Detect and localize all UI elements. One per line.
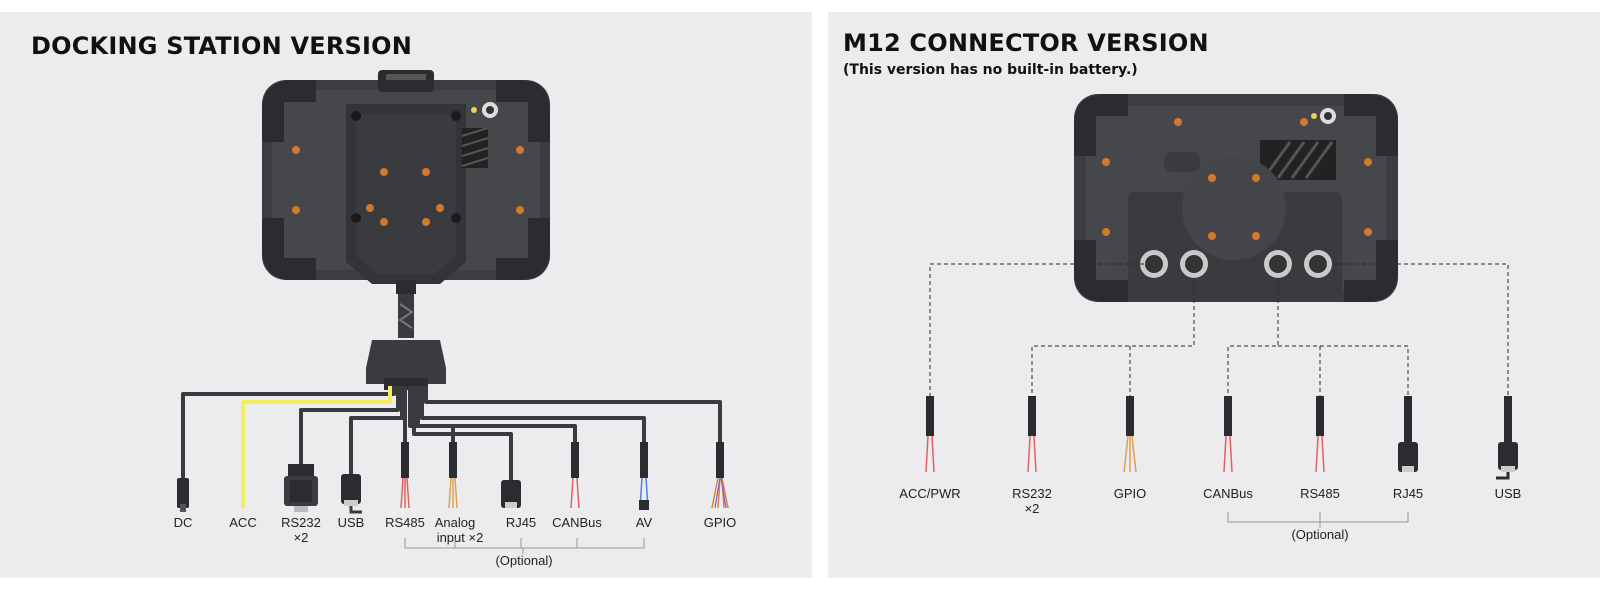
connector-rs485 bbox=[400, 442, 410, 509]
label-acc: ACC bbox=[229, 515, 256, 530]
docking-station-panel: DOCKING STATION VERSION bbox=[0, 12, 812, 578]
tablet-back-docking bbox=[262, 70, 550, 294]
docking-station-diagram: DC ACC RS232 ×2 USB RS485 Analog input ×… bbox=[174, 70, 737, 568]
connector-rs232-m12 bbox=[1027, 396, 1037, 473]
label-gpio-m12: GPIO bbox=[1114, 486, 1147, 501]
label-rs232-m12: RS232 bbox=[1012, 486, 1052, 501]
optional-label-left: (Optional) bbox=[495, 553, 552, 568]
optional-label-right: (Optional) bbox=[1291, 527, 1348, 542]
label-analog: Analog bbox=[435, 515, 475, 530]
label-av: AV bbox=[636, 515, 653, 530]
label-canbus-m12: CANBus bbox=[1203, 486, 1253, 501]
connector-acc-pwr bbox=[925, 396, 935, 473]
m12-connector-panel: M12 CONNECTOR VERSION (This version has … bbox=[828, 12, 1600, 578]
label-usb-m12: USB bbox=[1495, 486, 1522, 501]
docking-cable-hub bbox=[366, 294, 446, 390]
label-canbus: CANBus bbox=[552, 515, 602, 530]
optional-bracket-right bbox=[1227, 512, 1409, 528]
m12-subtitle: (This version has no built-in battery.) bbox=[843, 62, 1138, 78]
connector-rs232 bbox=[284, 464, 318, 512]
label-rj45: RJ45 bbox=[506, 515, 536, 530]
connector-canbus bbox=[570, 442, 580, 509]
label-rs485: RS485 bbox=[385, 515, 425, 530]
label-dc: DC bbox=[174, 515, 193, 530]
cable-lines bbox=[181, 386, 722, 508]
connector-rs485-m12 bbox=[1315, 396, 1325, 473]
label-usb: USB bbox=[338, 515, 365, 530]
connector-canbus-m12 bbox=[1223, 396, 1233, 473]
connector-usb-m12 bbox=[1496, 396, 1518, 480]
connector-rj45 bbox=[501, 480, 521, 508]
label-acc-pwr: ACC/PWR bbox=[899, 486, 960, 501]
dashed-routing bbox=[929, 263, 1509, 396]
connector-analog bbox=[448, 442, 458, 509]
connector-gpio bbox=[711, 442, 729, 509]
tablet-back-m12 bbox=[1074, 94, 1398, 302]
label-gpio: GPIO bbox=[704, 515, 737, 530]
docking-station-title: DOCKING STATION VERSION bbox=[31, 32, 413, 60]
connector-dc bbox=[177, 478, 189, 512]
label-rs232-m12-count: ×2 bbox=[1025, 501, 1040, 516]
m12-title: M12 CONNECTOR VERSION bbox=[843, 29, 1209, 57]
label-analog-count: input ×2 bbox=[437, 530, 484, 545]
optional-bracket-left bbox=[404, 538, 645, 554]
connector-usb bbox=[341, 474, 362, 514]
connector-av bbox=[639, 442, 649, 510]
m12-diagram: ACC/PWR RS232 ×2 GPIO CANBus RS485 RJ45 … bbox=[899, 94, 1522, 542]
connector-gpio-m12 bbox=[1123, 396, 1137, 473]
label-rj45-m12: RJ45 bbox=[1393, 486, 1423, 501]
label-rs232: RS232 bbox=[281, 515, 321, 530]
label-rs232-count: ×2 bbox=[294, 530, 309, 545]
label-rs485-m12: RS485 bbox=[1300, 486, 1340, 501]
connector-rj45-m12 bbox=[1398, 396, 1418, 472]
